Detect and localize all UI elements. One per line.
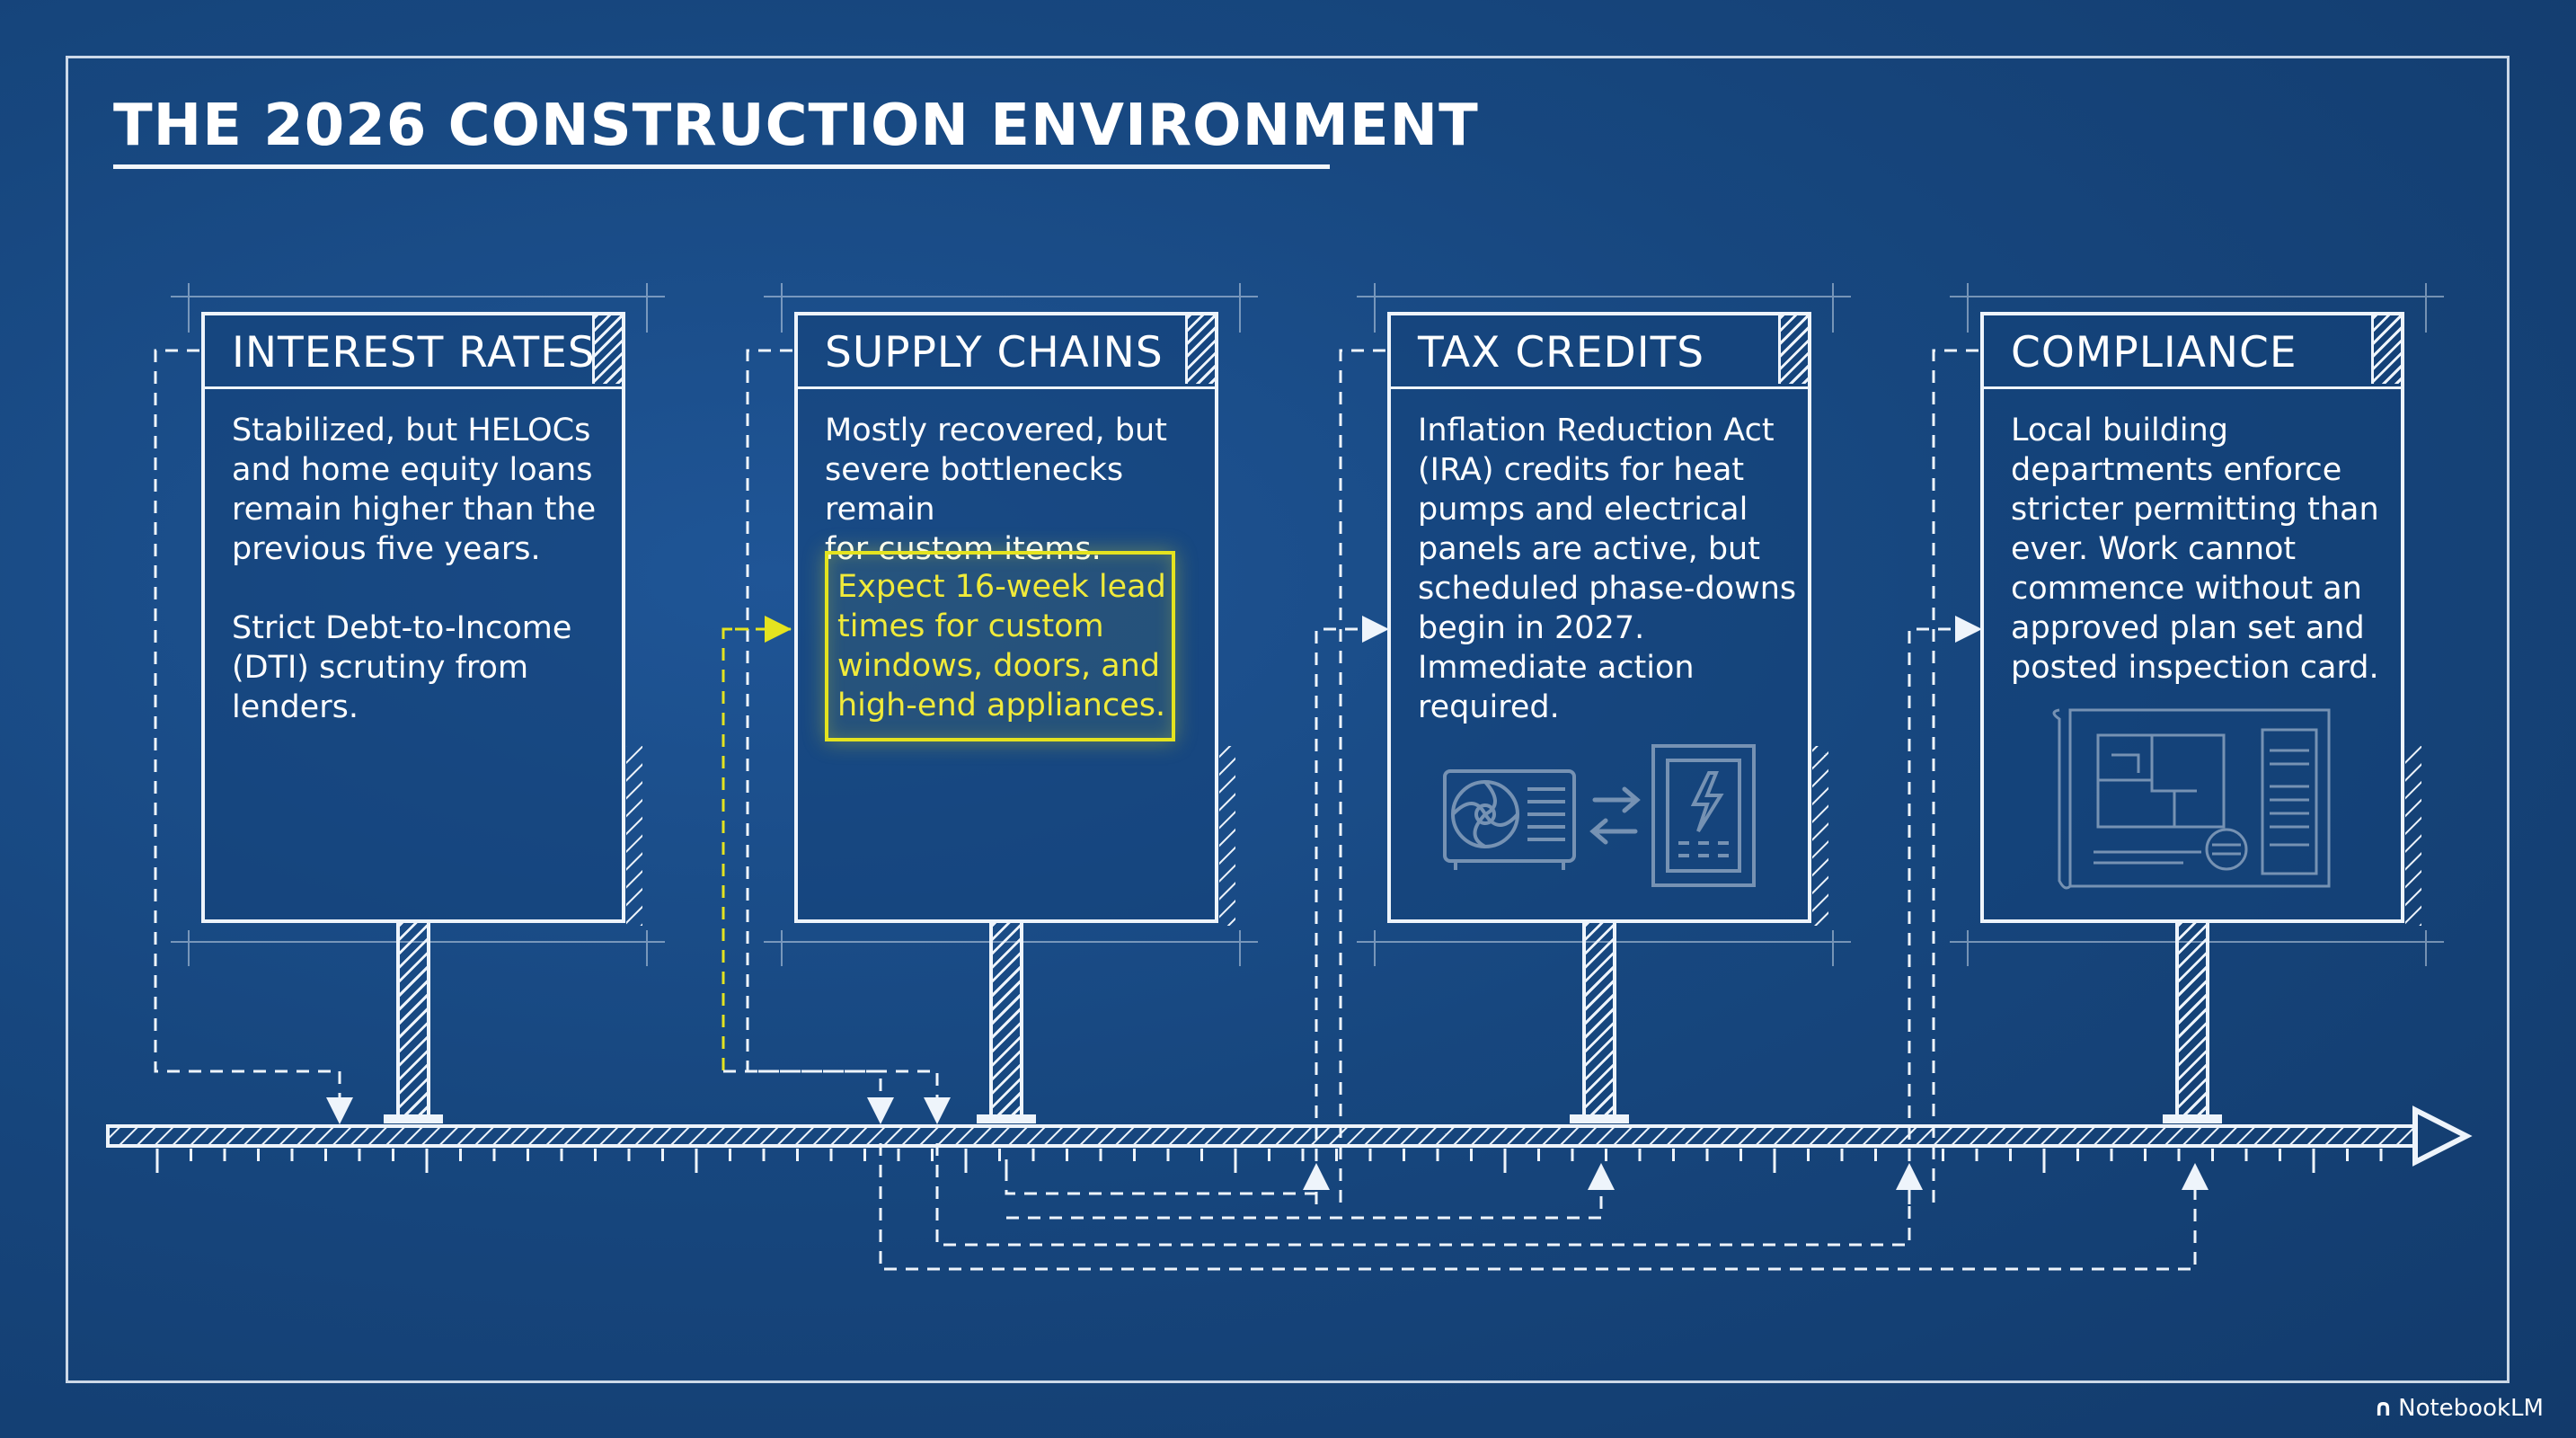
card-pillar <box>989 923 1023 1121</box>
card-pillar <box>396 923 430 1121</box>
card-header: SUPPLY CHAINS <box>798 315 1215 389</box>
card-header: TAX CREDITS <box>1391 315 1808 389</box>
highlight-box <box>825 551 1175 741</box>
title-underline <box>113 164 1330 169</box>
page-title: THE 2026 CONSTRUCTION ENVIRONMENT <box>113 93 1479 159</box>
blueprint-frame <box>66 56 2510 1383</box>
hatch-corner <box>2371 315 2401 384</box>
hatch-corner <box>1778 315 1808 384</box>
card-interest-rates: INTEREST RATES Stabilized, but HELOCs an… <box>201 312 625 923</box>
card-header: INTEREST RATES <box>205 315 622 389</box>
card-pillar <box>1582 923 1616 1121</box>
pillar-base <box>977 1114 1036 1123</box>
notebooklm-logo-icon: ∩ <box>2374 1395 2394 1422</box>
pillar-base <box>2163 1114 2222 1123</box>
pillar-base <box>1570 1114 1629 1123</box>
watermark: ∩NotebookLM <box>2374 1394 2544 1423</box>
watermark-label: NotebookLM <box>2398 1395 2544 1422</box>
card-body: Mostly recovered, but severe bottlenecks… <box>825 413 1167 567</box>
card-title: COMPLIANCE <box>2011 328 2297 377</box>
hatch-corner <box>1185 315 1215 384</box>
card-supply-chains: SUPPLY CHAINS Mostly recovered, but seve… <box>794 312 1218 923</box>
card-body: Stabilized, but HELOCs and home equity l… <box>232 413 597 725</box>
highlight-text: Expect 16-week lead times for custom win… <box>837 569 1166 723</box>
card-body: Inflation Reduction Act (IRA) credits fo… <box>1418 413 1797 725</box>
pillar-base <box>384 1114 443 1123</box>
card-compliance: COMPLIANCE Local building departments en… <box>1980 312 2404 923</box>
timeline-axis <box>106 1105 2473 1173</box>
card-shadows <box>626 746 2421 926</box>
hatch-corner <box>592 315 622 384</box>
card-title: INTEREST RATES <box>232 328 596 377</box>
card-pillar <box>2175 923 2209 1121</box>
card-tax-credits: TAX CREDITS Inflation Reduction Act (IRA… <box>1387 312 1811 923</box>
card-title: TAX CREDITS <box>1418 328 1705 377</box>
card-body: Local building departments enforce stric… <box>2011 413 2379 686</box>
card-header: COMPLIANCE <box>1984 315 2401 389</box>
card-title: SUPPLY CHAINS <box>825 328 1164 377</box>
